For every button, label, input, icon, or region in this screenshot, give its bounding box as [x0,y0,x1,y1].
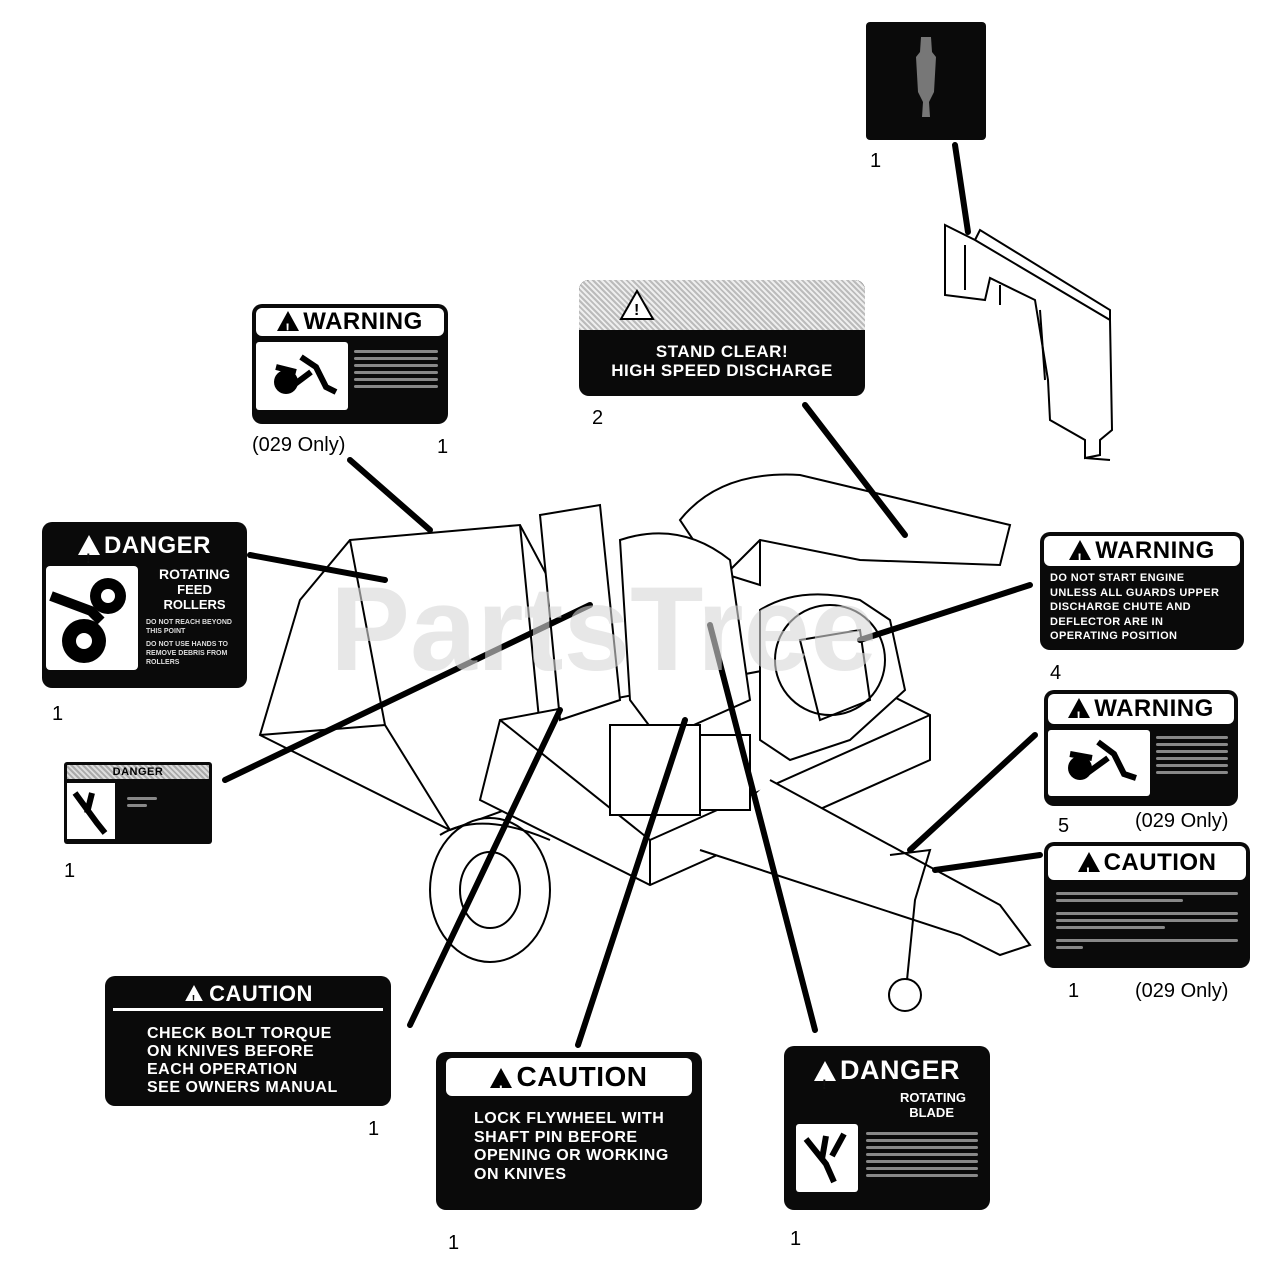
warning-engine-line3: DISCHARGE CHUTE AND [1050,601,1192,613]
decal-warning-right: WARNING [1044,690,1238,806]
decal-caution-bolt: CAUTION CHECK BOLT TORQUE ON KNIVES BEFO… [105,976,391,1106]
warning-engine-line4: DEFLECTOR ARE IN [1050,615,1164,628]
caution-flywheel-line3: OPENING OR WORKING [474,1147,669,1164]
danger-blade-header: DANGER [839,1055,960,1085]
note-warning-right: (029 Only) [1135,810,1229,832]
caution-bolt-header: CAUTION [209,981,313,1006]
qty-top-right: 1 [870,150,882,172]
decal-caution-right: CAUTION [1044,842,1250,968]
danger-small-header: DANGER [67,765,209,779]
caution-flywheel-line2: SHAFT PIN BEFORE [474,1128,638,1146]
qty-danger-blade: 1 [790,1228,802,1250]
caution-bolt-line4: SEE OWNERS MANUAL [147,1079,338,1096]
qty-stand-clear: 2 [592,407,604,429]
grease-gun-icon [916,37,936,117]
gear-rollers-icon [46,566,138,670]
stand-clear-header: ! [579,280,865,330]
qty-caution-right: 1 [1068,980,1080,1002]
qty-warning-engine: 4 [1050,662,1062,684]
decal-danger-feed-rollers: DANGER ROTATING FEED ROLLERS DO NOT REAC… [42,522,247,688]
svg-text:!: ! [634,302,639,319]
stand-clear-line1: STAND CLEAR! [655,342,789,361]
danger-feed-bullet1: DO NOT REACH BEYOND THIS POINT [146,619,232,635]
caution-right-header: CAUTION [1103,849,1217,876]
qty-warning-right: 5 [1058,815,1070,837]
caution-bolt-line3: EACH OPERATION [147,1061,298,1078]
watermark: PartsTree [330,562,877,696]
qty-danger-feed: 1 [52,703,64,725]
caution-bolt-line1: CHECK BOLT TORQUE [147,1025,332,1042]
decal-stand-clear: ! STAND CLEAR! HIGH SPEED DISCHARGE [579,280,865,396]
danger-feed-title1: ROTATING [158,566,231,582]
qty-warning-top: 1 [437,436,449,458]
warning-top-header: WARNING [303,308,423,335]
blade-hand-icon [796,1124,858,1192]
caution-bolt-line2: ON KNIVES BEFORE [147,1043,315,1060]
warning-engine-line1: DO NOT START ENGINE [1050,572,1185,584]
decal-danger-small: DANGER [64,762,212,844]
danger-blade-title2: BLADE [909,1105,954,1120]
decal-danger-blade: DANGER ROTATING BLADE [784,1046,990,1210]
chipper-body [258,473,1032,1012]
decal-warning-engine: WARNING DO NOT START ENGINE UNLESS ALL G… [1040,532,1244,650]
caution-flywheel-line1: LOCK FLYWHEEL WITH [474,1110,665,1127]
warning-engine-line2: UNLESS ALL GUARDS UPPER [1050,586,1220,599]
danger-blade-title1: ROTATING [900,1090,966,1105]
entanglement-icon-2 [1048,730,1150,796]
note-caution-right: (029 Only) [1135,980,1229,1002]
warning-right-header: WARNING [1094,695,1214,722]
decal-warning-top: WARNING [252,304,448,424]
leader-lines [222,142,1043,1048]
qty-danger-small: 1 [64,860,76,882]
danger-feed-title2: FEED ROLLERS [163,582,226,612]
decal-caution-flywheel: CAUTION LOCK FLYWHEEL WITH SHAFT PIN BEF… [436,1052,702,1210]
caution-flywheel-header: CAUTION [516,1061,648,1092]
bracket-part [944,223,1114,461]
stand-clear-line2: HIGH SPEED DISCHARGE [611,361,833,380]
danger-feed-header: DANGER [103,532,211,559]
entanglement-icon [256,342,348,410]
hand-cut-icon [67,783,115,839]
qty-caution-bolt: 1 [368,1118,380,1140]
warning-engine-header: WARNING [1095,537,1215,564]
warning-engine-line5: OPERATING POSITION [1050,630,1178,642]
caution-flywheel-line4: ON KNIVES [474,1165,567,1183]
warning-triangle-icon: ! [619,289,655,320]
note-warning-top: (029 Only) [252,434,346,456]
decal-top-right [866,22,986,140]
danger-feed-bullet2: DO NOT USE HANDS TO REMOVE DEBRIS FROM R… [146,641,228,666]
qty-caution-flywheel: 1 [448,1232,460,1254]
